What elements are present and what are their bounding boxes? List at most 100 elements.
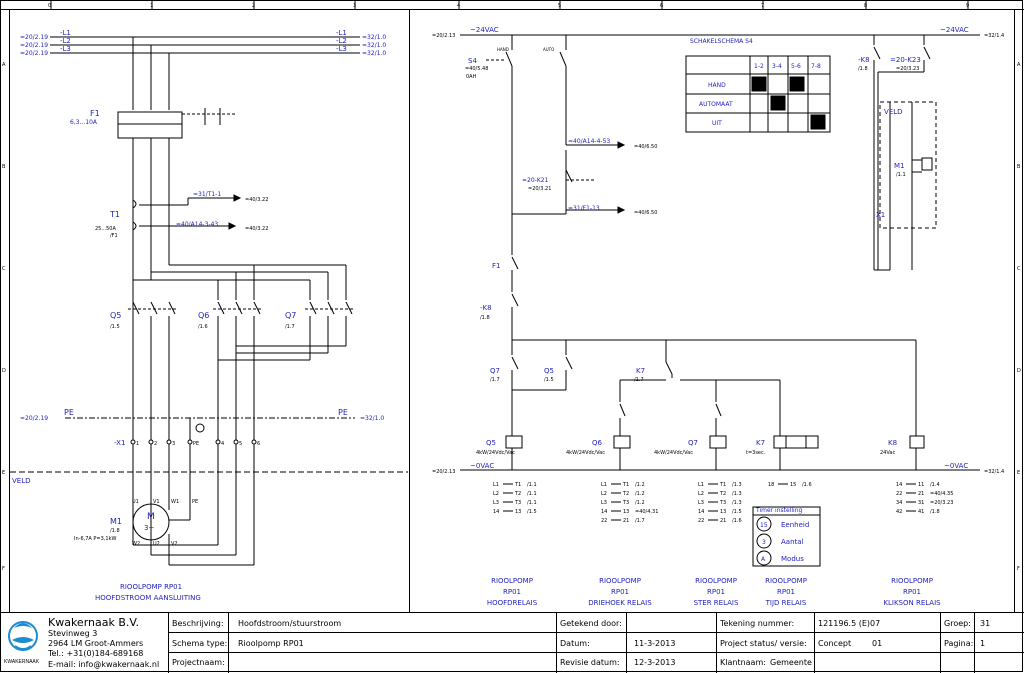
q7-tag: Q7 xyxy=(285,311,296,320)
k23-ref: =20/3.23 xyxy=(896,66,919,72)
motor-terminal: V1 xyxy=(153,499,160,505)
q6-tag: Q6 xyxy=(198,311,209,320)
xref-contact: 21 xyxy=(623,518,629,524)
row-label: F xyxy=(2,566,5,572)
relay-caption: RIOOLPOMP xyxy=(599,577,641,585)
xref-page-ref: =20/3.23 xyxy=(930,500,953,506)
xref-contact: 22 xyxy=(896,491,902,497)
xref-contact: 15 xyxy=(790,482,796,488)
xref-contact: L3 xyxy=(601,500,607,506)
veld-label: VELD xyxy=(12,477,31,485)
right-x1-label: X1 xyxy=(876,211,885,219)
relay-caption: RP01 xyxy=(903,588,921,596)
row-label: B xyxy=(1017,164,1021,170)
pagina-label: Pagina: xyxy=(944,639,973,648)
company-tel: Tel.: +31(0)184-689168 xyxy=(47,649,143,658)
company-city: 2964 LM Groot-Ammers xyxy=(48,639,143,648)
xref-contact: 13 xyxy=(720,509,726,515)
ruler-label: 5 xyxy=(558,3,561,9)
l2-label: -L2 xyxy=(60,37,71,45)
versie-value: 01 xyxy=(872,639,882,648)
xref-page-ref: /1.1 xyxy=(527,482,537,488)
xref-page-ref: /1.3 xyxy=(732,482,742,488)
xref-contact: L1 xyxy=(601,482,607,488)
l3-label: -L3 xyxy=(60,45,71,53)
xref-contact: 34 xyxy=(896,500,902,506)
motor-terminal: U2 xyxy=(153,541,160,547)
row-label: C xyxy=(2,266,6,272)
left-caption-2: HOOFDSTROOM AANSLUITING xyxy=(95,594,201,602)
xref-contact: 21 xyxy=(918,491,924,497)
timer-label: Aantal xyxy=(781,538,804,546)
timer-label: Modus xyxy=(781,555,804,563)
xref-contact: T2 xyxy=(514,491,521,497)
xref-page-ref: /1.3 xyxy=(732,500,742,506)
terminal-number: PE xyxy=(193,441,199,447)
x1-label: -X1 xyxy=(114,439,125,447)
xref-contact: T1 xyxy=(719,482,726,488)
l2-out-ref: =32/1.0 xyxy=(362,42,386,49)
ruler-label: 2 xyxy=(252,3,255,9)
xref-page-ref: /1.7 xyxy=(635,518,645,524)
q7-contact-tag: Q7 xyxy=(490,367,500,375)
l2-label-out: -L2 xyxy=(336,37,347,45)
q5-tag: Q5 xyxy=(110,311,121,320)
q6-coil-rating: 4kW/24Vdc/Vac xyxy=(566,450,605,456)
schema-title: SCHAKELSCHEMA S4 xyxy=(690,38,753,45)
relay-caption: RP01 xyxy=(503,588,521,596)
schema-row: AUTOMAAT xyxy=(699,101,733,108)
terminal-number: 2 xyxy=(154,441,157,447)
s4-state: 0AH xyxy=(466,74,477,80)
xref-page-ref: /1.4 xyxy=(930,482,940,488)
vac24-in-ref: =20/2.13 xyxy=(432,33,455,39)
f1-t1-xref: =31/T1-1 xyxy=(193,191,221,198)
s4-tag: S4 xyxy=(468,57,477,65)
xref-contact: T3 xyxy=(622,500,629,506)
terminal-number: 4 xyxy=(221,441,224,447)
xref-contact: 14 xyxy=(601,509,607,515)
l1-in-ref: =20/2.19 xyxy=(20,34,48,41)
ruler-label: 0 xyxy=(48,3,51,9)
k8-contact-tag: -K8 xyxy=(480,304,492,312)
xref-contact: 14 xyxy=(698,509,704,515)
f1-range: 6,3...10A xyxy=(70,119,98,126)
t1-a14-xref: =40/A14-3-43 xyxy=(176,221,218,228)
relay-caption: RIOOLPOMP xyxy=(491,577,533,585)
vac0-in-ref: =20/2.13 xyxy=(432,469,455,475)
schema-col: 3-4 xyxy=(772,63,782,70)
xref-contact: 14 xyxy=(896,482,902,488)
status-label: Project status/ versie: xyxy=(720,639,807,648)
f1-contact-tag: F1 xyxy=(492,262,500,270)
s4-auto: AUTO xyxy=(543,47,554,52)
m1-rating: In-6,7A P=3,1kW xyxy=(74,536,116,542)
k21-ref: =20/3.21 xyxy=(528,186,551,192)
vac24-label: ~24VAC xyxy=(470,26,499,34)
schema-col: 7-8 xyxy=(811,63,821,70)
vac0-label-out: ~0VAC xyxy=(944,462,968,470)
relay-caption: RIOOLPOMP xyxy=(891,577,933,585)
xref-contact: L2 xyxy=(493,491,499,497)
klant-value: Gemeente xyxy=(770,658,812,667)
l3-in-ref: =20/2.19 xyxy=(20,50,48,57)
relay-caption: HOOFDRELAIS xyxy=(487,599,538,607)
f1-13-ref: =40/6.50 xyxy=(634,210,657,216)
xref-contact: L2 xyxy=(698,491,704,497)
k8-coil-tag: K8 xyxy=(888,439,897,447)
relay-caption: DRIEHOEK RELAIS xyxy=(588,599,652,607)
pe-label-out: PE xyxy=(338,408,348,417)
k7-coil-tag: K7 xyxy=(756,439,765,447)
ruler-label: 3 xyxy=(353,3,356,9)
m1-ref: /1.8 xyxy=(110,528,120,534)
title-block xyxy=(168,612,1024,673)
xref-contact: T3 xyxy=(719,500,726,506)
relay-caption: STER RELAIS xyxy=(694,599,739,607)
terminal-number: 6 xyxy=(257,441,260,447)
right-m1-tag: M1 xyxy=(894,162,905,170)
pe-out-ref: =32/1.0 xyxy=(360,415,384,422)
company-street: Stevinweg 3 xyxy=(48,629,97,638)
xref-contact: 14 xyxy=(493,509,499,515)
